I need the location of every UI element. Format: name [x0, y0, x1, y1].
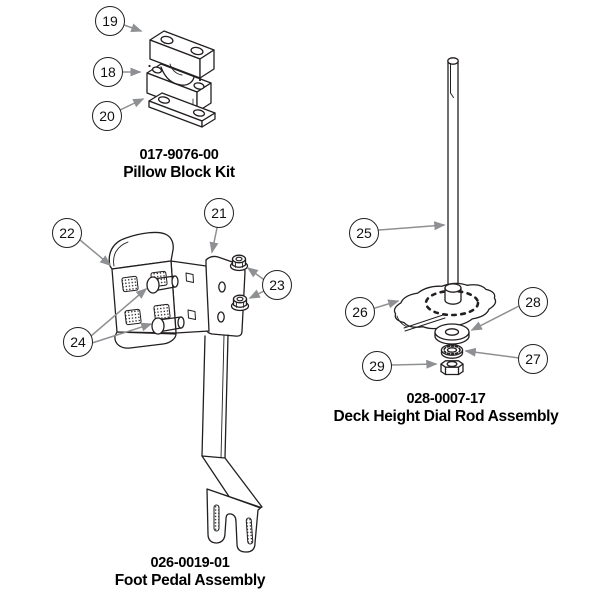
pillow-block-leader-arrows	[119, 23, 145, 111]
callout-19: 19	[95, 6, 125, 36]
pillow-block-upper-half-drawing	[149, 30, 215, 79]
callout-29: 29	[362, 351, 392, 381]
foot-pedal-assembly-name: Foot Pedal Assembly	[114, 572, 266, 589]
pillow-block-kit-drawing	[119, 23, 216, 128]
callout-25: 25	[349, 218, 379, 248]
pillow-block-kit-name: Pillow Block Kit	[123, 164, 235, 181]
deck-dial-leader-arrows	[374, 221, 520, 369]
callout-22: 22	[52, 218, 82, 248]
foot-pedal-pins-drawing	[146, 275, 185, 335]
pillow-block-plate-drawing	[148, 92, 216, 128]
deck-dial-rod-assembly-caption: 028-0007-17 Deck Height Dial Rod Assembl…	[331, 390, 561, 426]
callout-24: 24	[63, 327, 93, 357]
foot-pedal-bracket-drawing	[205, 255, 246, 337]
dial-rod-drawing	[447, 57, 459, 286]
deck-dial-rod-assembly-name: Deck Height Dial Rod Assembly	[333, 408, 559, 425]
callout-26: 26	[345, 297, 375, 327]
deck-dial-rod-assembly-drawing	[374, 57, 520, 376]
callout-21: 21	[204, 198, 234, 228]
foot-pedal-arm-drawing	[201, 334, 263, 553]
flat-washer-drawing	[434, 323, 470, 345]
foot-pedal-assembly-part-number: 026-0019-01	[150, 555, 230, 571]
lock-washer-drawing	[440, 344, 464, 359]
callout-27: 27	[518, 344, 548, 374]
deck-dial-rod-assembly-part-number: 028-0007-17	[406, 391, 486, 407]
callout-20: 20	[92, 101, 122, 131]
foot-pedal-assembly-caption: 026-0019-01 Foot Pedal Assembly	[90, 554, 290, 590]
dial-plate-drawing	[393, 282, 497, 332]
callout-18: 18	[93, 57, 123, 87]
foot-pedal-assembly-drawing	[79, 227, 265, 553]
hex-nut-drawing	[440, 360, 464, 376]
pillow-block-kit-part-number: 017-9076-00	[139, 147, 219, 163]
callout-28: 28	[518, 287, 548, 317]
callout-23: 23	[262, 270, 292, 300]
pillow-block-kit-caption: 017-9076-00 Pillow Block Kit	[79, 146, 279, 182]
foot-pedal-leader-arrows	[79, 227, 265, 344]
